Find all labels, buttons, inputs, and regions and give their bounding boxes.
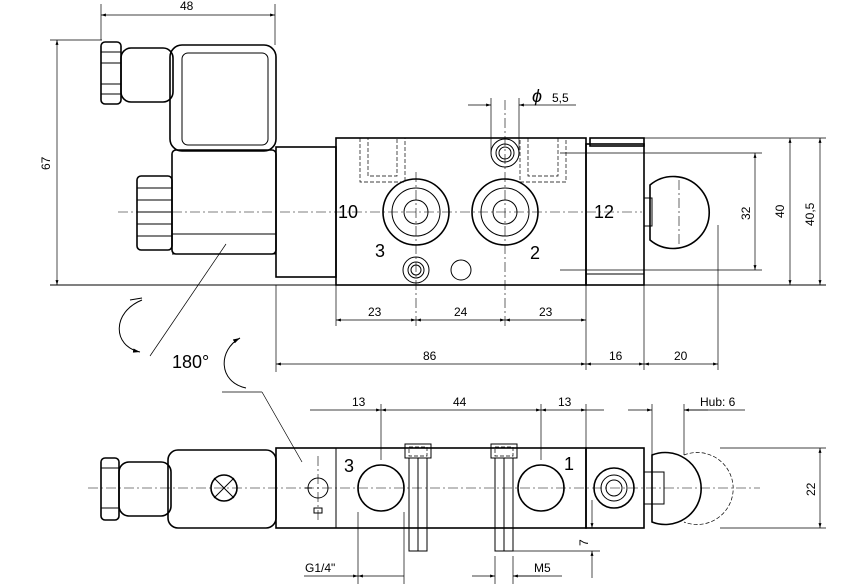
top-view: 48 67 xyxy=(39,0,826,463)
dim-m5-label: M5 xyxy=(534,561,551,575)
port-12-label: 12 xyxy=(594,202,614,222)
dim-20-label: 20 xyxy=(674,349,688,363)
dim-40-label: 40 xyxy=(773,204,787,218)
dim-32: 32 xyxy=(560,152,762,271)
dim-405-label: 40,5 xyxy=(803,202,817,226)
dim-44-label: 44 xyxy=(453,395,467,409)
dim-24-label: 24 xyxy=(454,305,468,319)
port-3-bottom-label: 3 xyxy=(344,456,354,476)
dim-hub: Hub: 6 xyxy=(628,395,745,455)
dim-405: 40,5 xyxy=(803,138,822,285)
rotation-label: 180° xyxy=(172,352,209,372)
dim-row-23-24-23: 23 24 23 xyxy=(335,285,587,370)
port-3-label: 3 xyxy=(375,241,385,261)
dim-23a-label: 23 xyxy=(368,305,382,319)
dim-dia-55: ϕ 5,5 xyxy=(468,86,576,152)
dim-67: 67 xyxy=(39,39,102,285)
dim-40: 40 xyxy=(644,137,826,285)
connector-plug xyxy=(100,41,277,152)
port-1-bottom-label: 1 xyxy=(564,454,574,474)
port-10-label: 10 xyxy=(338,202,358,222)
dim-23b-label: 23 xyxy=(539,305,553,319)
valve-body xyxy=(335,137,587,286)
dim-dia-55-label: 5,5 xyxy=(552,91,569,105)
dim-13a-label: 13 xyxy=(352,395,366,409)
rotation-indicator: 180° xyxy=(118,243,303,463)
dim-g14-label: G1/4" xyxy=(305,561,335,575)
dim-22-label: 22 xyxy=(804,482,818,496)
dim-48-label: 48 xyxy=(180,0,194,13)
valve-body-bottom xyxy=(275,443,587,552)
connector-plug-bottom xyxy=(100,449,277,529)
end-cap xyxy=(585,137,710,286)
dim-16-label: 16 xyxy=(609,349,623,363)
dim-m5: M5 xyxy=(472,556,562,584)
bottom-view: 13 44 13 Hub: 6 xyxy=(88,395,826,584)
dim-g14: G1/4" xyxy=(304,512,405,584)
dim-22: 22 xyxy=(720,447,826,529)
dim-row-13-44-13: 13 44 13 xyxy=(310,395,604,460)
dim-13b-label: 13 xyxy=(558,395,572,409)
dim-48: 48 xyxy=(100,0,276,45)
dim-7: 7 xyxy=(513,500,600,578)
dim-row-86-16-20: 86 16 20 xyxy=(275,225,719,372)
phi-symbol: ϕ xyxy=(532,86,542,106)
dim-hub-label: Hub: 6 xyxy=(700,395,736,409)
dim-67-label: 67 xyxy=(39,156,53,170)
dim-32-label: 32 xyxy=(739,206,753,220)
dim-7-label: 7 xyxy=(577,539,591,546)
dim-86-label: 86 xyxy=(423,349,437,363)
port-2-label: 2 xyxy=(530,243,540,263)
